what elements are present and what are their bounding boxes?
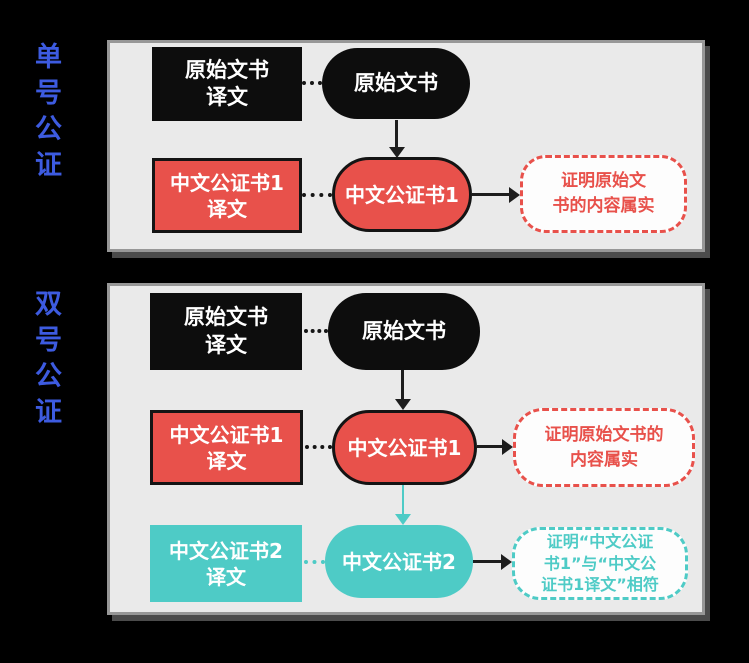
note-text-line: 证明“中文公证 xyxy=(546,532,654,552)
node-cert2: 中文公证书2 xyxy=(325,525,473,598)
label-double-number-notarization: 双号公证 xyxy=(30,289,61,433)
arrow-shaft xyxy=(402,485,404,516)
arrow-head xyxy=(389,147,405,158)
node-original-doc: 原始文书 xyxy=(328,293,480,370)
arrow-shaft xyxy=(472,193,511,196)
arrow-right-icon xyxy=(477,439,513,455)
arrow-right-icon xyxy=(472,187,520,203)
panel-double-notarization: 原始文书 译文 原始文书 中文公证书1 译文 中文公证书1 证明原始文书的 内容… xyxy=(107,283,705,615)
node-text-line: 译文 xyxy=(205,332,247,357)
label-single-number-notarization: 单号公证 xyxy=(30,42,61,186)
node-text-line: 原始文书 xyxy=(184,305,268,330)
note-cert1-purpose: 证明原始文书的 内容属实 xyxy=(513,408,695,487)
connector-dotted xyxy=(302,193,332,197)
node-text-line: 译文 xyxy=(207,196,247,221)
node-text-line: 中文公证书1 xyxy=(169,422,284,447)
note-text-line: 证明原始文书的 xyxy=(544,424,664,445)
connector-dotted xyxy=(304,329,328,333)
node-cert1: 中文公证书1 xyxy=(332,410,477,485)
arrow-right-icon xyxy=(473,554,512,570)
note-cert2-purpose: 证明“中文公证 书1”与“中文公 证书1译文”相符 xyxy=(512,527,688,600)
node-text-line: 中文公证书1 xyxy=(170,170,284,195)
note-text-line: 内容属实 xyxy=(570,449,638,470)
arrow-head xyxy=(501,554,512,570)
node-text-line: 原始文书 xyxy=(185,57,269,82)
connector-dotted xyxy=(302,81,322,85)
note-cert1-purpose: 证明原始文 书的内容属实 xyxy=(520,155,687,233)
node-text-line: 中文公证书2 xyxy=(169,538,283,563)
node-cert1-translation: 中文公证书1 译文 xyxy=(152,158,302,233)
node-cert1: 中文公证书1 xyxy=(332,157,472,232)
node-cert2-translation: 中文公证书2 译文 xyxy=(150,525,302,602)
node-cert1-translation: 中文公证书1 译文 xyxy=(150,410,303,485)
connector-dotted-teal xyxy=(304,560,325,564)
arrow-down-icon xyxy=(389,120,405,158)
node-text-line: 译文 xyxy=(206,448,247,473)
arrow-shaft xyxy=(473,560,503,563)
note-text-line: 证明原始文 xyxy=(561,171,646,192)
node-text-line: 原始文书 xyxy=(362,318,446,343)
node-text-line: 中文公证书2 xyxy=(342,549,456,574)
note-text-line: 书1”与“中文公 xyxy=(543,553,657,573)
arrow-down-icon xyxy=(395,370,411,410)
arrow-shaft xyxy=(401,370,404,401)
node-original-doc: 原始文书 xyxy=(322,48,470,119)
arrow-shaft xyxy=(477,445,504,448)
node-text-line: 原始文书 xyxy=(354,70,438,95)
arrow-shaft xyxy=(395,120,398,149)
arrow-head xyxy=(395,514,411,525)
connector-dotted xyxy=(305,445,332,449)
arrow-head xyxy=(502,439,513,455)
arrow-head xyxy=(509,187,520,203)
node-text-line: 中文公证书1 xyxy=(345,182,459,207)
node-text-line: 译文 xyxy=(206,564,246,589)
note-text-line: 书的内容属实 xyxy=(552,196,655,216)
note-text-line: 证书1译文”相符 xyxy=(541,575,659,595)
node-original-doc-translation: 原始文书 译文 xyxy=(152,47,302,121)
arrow-head xyxy=(395,399,411,410)
panel-single-notarization: 原始文书 译文 原始文书 中文公证书1 译文 中文公证书1 证明原始文 书的内容… xyxy=(107,40,705,252)
arrow-down-teal-icon xyxy=(395,485,411,525)
node-text-line: 译文 xyxy=(206,85,248,109)
node-original-doc-translation: 原始文书 译文 xyxy=(150,293,302,370)
node-text-line: 中文公证书1 xyxy=(347,435,462,460)
